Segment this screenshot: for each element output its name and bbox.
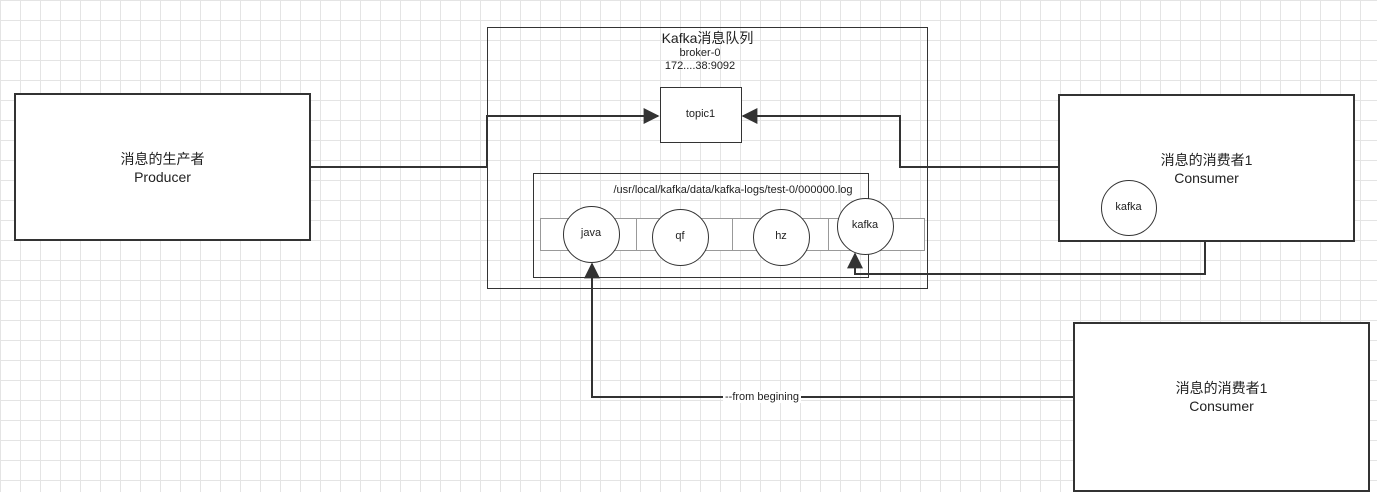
consumer1-badge-label: kafka bbox=[1115, 201, 1142, 213]
message-label: kafka bbox=[851, 219, 879, 231]
broker-name: broker-0 bbox=[679, 47, 721, 59]
topic-box[interactable]: topic1 bbox=[660, 87, 742, 143]
consumer1-label-cn: 消息的消费者1 bbox=[1160, 152, 1253, 168]
message-java[interactable]: java bbox=[563, 206, 620, 263]
topic-label: topic1 bbox=[685, 108, 716, 120]
message-label: java bbox=[580, 227, 602, 239]
broker-address: 172....38:9092 bbox=[664, 60, 736, 72]
consumer1-kafka-badge[interactable]: kafka bbox=[1101, 180, 1157, 236]
message-qf[interactable]: qf bbox=[652, 209, 709, 266]
consumer1-box[interactable]: 消息的消费者1 Consumer kafka bbox=[1058, 94, 1355, 242]
message-kafka[interactable]: kafka bbox=[837, 198, 894, 255]
from-beginning-label: --from begining bbox=[723, 391, 801, 403]
consumer1-to-kafka-edge bbox=[847, 242, 1206, 275]
diagram-canvas: Kafka消息队列 broker-0 172....38:9092 topic1… bbox=[14, 27, 1370, 492]
consumer2-label-en: Consumer bbox=[1189, 398, 1254, 414]
consumer2-box[interactable]: 消息的消费者1 Consumer bbox=[1073, 322, 1370, 492]
log-path: /usr/local/kafka/data/kafka-logs/test-0/… bbox=[613, 184, 853, 196]
consumer1-to-topic-edge bbox=[741, 108, 1058, 168]
consumer2-label-cn: 消息的消费者1 bbox=[1175, 380, 1268, 396]
producer-label-en: Producer bbox=[134, 169, 191, 185]
consumer2-to-java-edge bbox=[584, 262, 1073, 398]
message-label: qf bbox=[675, 230, 685, 242]
kafka-cluster-frame bbox=[487, 27, 928, 289]
producer-label-cn: 消息的生产者 bbox=[120, 151, 205, 167]
consumer1-label-en: Consumer bbox=[1174, 170, 1239, 186]
kafka-title: Kafka消息队列 bbox=[661, 30, 754, 46]
message-hz[interactable]: hz bbox=[753, 209, 810, 266]
producer-box[interactable]: 消息的生产者 Producer bbox=[14, 93, 311, 241]
message-label: hz bbox=[775, 230, 787, 242]
